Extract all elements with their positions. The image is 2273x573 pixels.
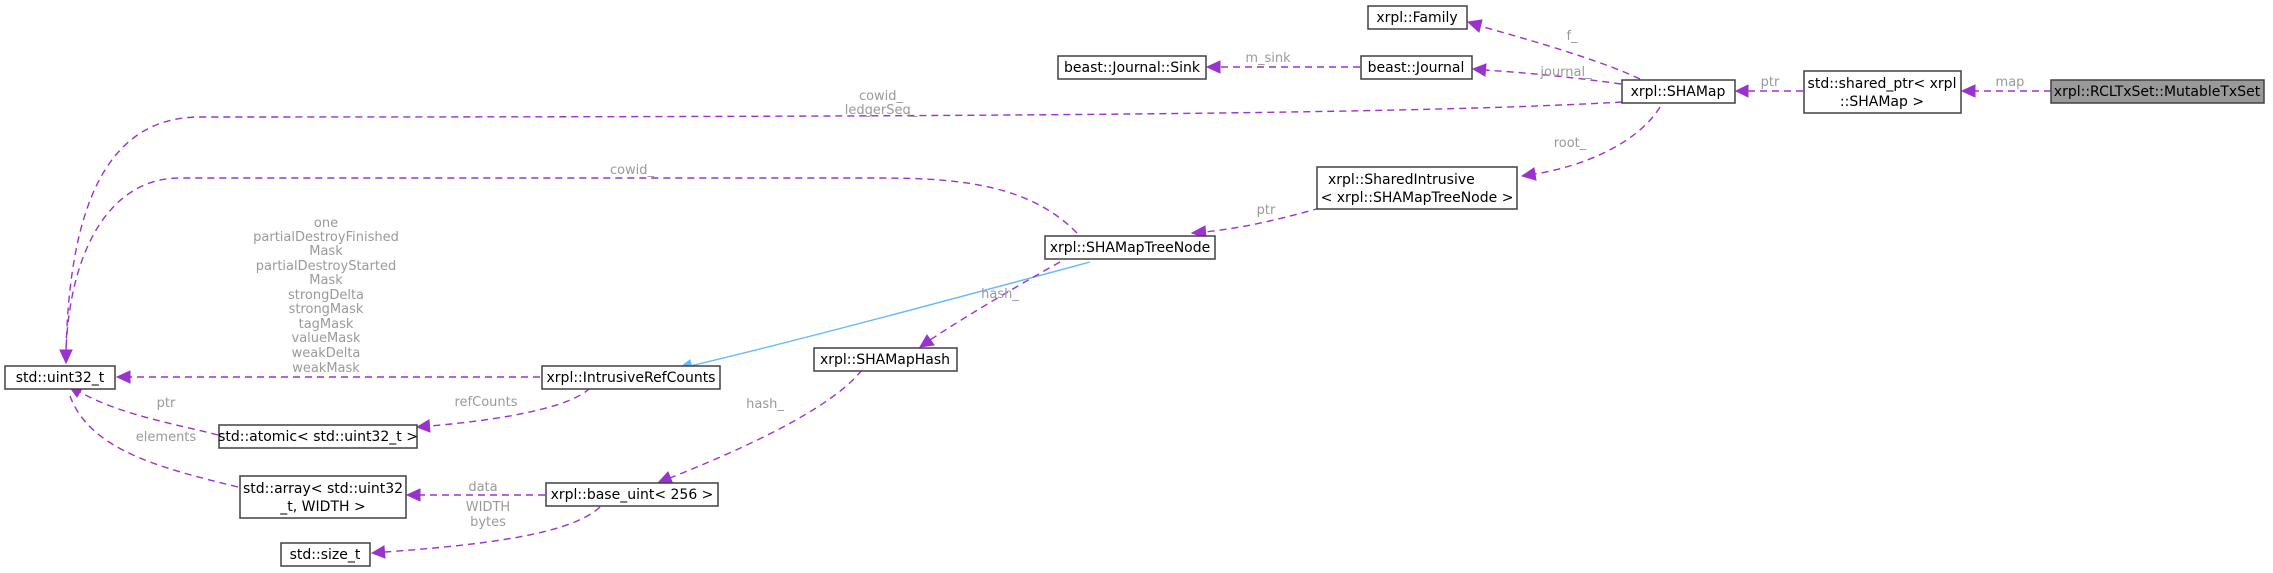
edge-label-mask-8: valueMask <box>292 331 361 346</box>
node-base-uint[interactable]: xrpl::base_uint< 256 > <box>545 482 719 507</box>
edge-root: root_ <box>1520 106 1661 181</box>
node-label-atomic: std::atomic< std::uint32_t > <box>218 429 418 445</box>
edge-label-mask-6: strongMask <box>289 302 364 317</box>
edge-label-journal: journal_ <box>1539 65 1592 80</box>
edge-label-mask-4: Mask <box>309 273 343 288</box>
edge-label-ptr-treenode: ptr <box>1257 203 1276 218</box>
node-label-base-uint: xrpl::base_uint< 256 > <box>551 487 714 503</box>
node-family[interactable]: xrpl::Family <box>1367 5 1468 30</box>
node-shared-ptr[interactable]: std::shared_ptr< xrpl ::SHAMap > <box>1803 70 1962 114</box>
edge-label-width: WIDTH <box>466 500 510 515</box>
node-mutable-txset[interactable]: xrpl::RCLTxSet::MutableTxSet <box>2050 79 2265 104</box>
edge-label-elements: elements <box>136 430 197 445</box>
edge-label-map: map <box>1996 75 2025 90</box>
node-size-t[interactable]: std::size_t <box>280 542 371 567</box>
node-label-array-2: _t, WIDTH > <box>279 499 365 515</box>
node-shared-intrusive[interactable]: xrpl::SharedIntrusive < xrpl::SHAMapTree… <box>1316 166 1518 210</box>
edge-label-f: f_ <box>1566 29 1578 44</box>
node-label-shared-ptr-1: std::shared_ptr< xrpl <box>1808 76 1957 92</box>
node-label-family: xrpl::Family <box>1376 10 1457 26</box>
edge-label-cowid-treenode: cowid_ <box>610 163 655 178</box>
edge-label-mask-5: strongDelta <box>288 288 364 303</box>
edge-label-mask-1: partialDestroyFinished <box>253 230 399 245</box>
edge-map: map <box>1960 75 2051 98</box>
node-array[interactable]: std::array< std::uint32 _t, WIDTH > <box>239 475 407 519</box>
edge-m-sink: m_sink <box>1205 51 1360 74</box>
edge-label-cowid: cowid_ <box>859 89 904 104</box>
node-label-shamap-hash: xrpl::SHAMapHash <box>820 352 950 368</box>
edge-label-ptr-atomic: ptr <box>157 396 176 411</box>
node-shamap[interactable]: xrpl::SHAMap <box>1621 79 1736 104</box>
node-label-refcounts: xrpl::IntrusiveRefCounts <box>547 370 716 386</box>
node-treenode[interactable]: xrpl::SHAMapTreeNode <box>1044 235 1216 260</box>
edge-masks: one partialDestroyFinished Mask partialD… <box>115 216 540 384</box>
edge-cowid-ledgerseq: cowid_ ledgerSeq_ <box>59 89 1623 365</box>
edge-data: data <box>405 480 545 502</box>
node-label-treenode: xrpl::SHAMapTreeNode <box>1050 240 1211 256</box>
edge-label-m-sink: m_sink <box>1245 51 1291 66</box>
node-label-size-t: std::size_t <box>290 547 361 563</box>
node-refcounts[interactable]: xrpl::IntrusiveRefCounts <box>541 365 721 390</box>
node-label-uint32: std::uint32_t <box>16 370 105 386</box>
node-label-shamap: xrpl::SHAMap <box>1631 84 1726 100</box>
edge-label-mask-3: partialDestroyStarted <box>256 259 396 274</box>
node-label-array-1: std::array< std::uint32 <box>243 481 403 497</box>
edge-label-hash-base: hash_ <box>746 397 784 412</box>
edge-label-ptr-shamap: ptr <box>1761 75 1780 90</box>
edge-label-mask-0: one <box>314 216 338 231</box>
edge-label-mask-2: Mask <box>309 244 343 259</box>
node-label-sink: beast::Journal::Sink <box>1064 60 1201 76</box>
edge-hash-treenode: hash_ <box>919 261 1061 348</box>
node-journal[interactable]: beast::Journal <box>1360 55 1473 80</box>
edge-label-bytes: bytes <box>470 515 506 530</box>
node-label-shared-ptr-2: ::SHAMap > <box>1840 94 1924 110</box>
edge-cowid-treenode: cowid_ <box>65 163 1078 351</box>
edge-elements: elements <box>69 395 239 488</box>
edge-hash-base: hash_ <box>656 369 863 485</box>
node-label-mutable-txset: xrpl::RCLTxSet::MutableTxSet <box>2054 84 2261 100</box>
node-shamap-hash[interactable]: xrpl::SHAMapHash <box>813 347 958 372</box>
edge-label-mask-9: weakDelta <box>292 346 361 361</box>
node-atomic[interactable]: std::atomic< std::uint32_t > <box>218 424 418 449</box>
edge-label-refcounts: refCounts <box>454 395 517 410</box>
edge-ptr-treenode: ptr <box>1190 203 1321 239</box>
node-uint32[interactable]: std::uint32_t <box>4 365 116 390</box>
edge-ptr-shamap: ptr <box>1734 75 1803 98</box>
edge-journal: journal_ <box>1471 63 1622 85</box>
edge-label-ledgerseq: ledgerSeq_ <box>845 103 918 118</box>
edge-f: f_ <box>1466 19 1641 80</box>
edge-label-mask-7: tagMask <box>299 317 354 332</box>
edge-width-bytes: WIDTH bytes <box>370 500 601 559</box>
edge-label-data: data <box>468 480 497 495</box>
node-label-shared-intrusive-2: < xrpl::SHAMapTreeNode > <box>1321 190 1514 206</box>
node-label-journal: beast::Journal <box>1368 60 1465 76</box>
edge-label-mask-10: weakMask <box>292 361 360 376</box>
edge-refcounts: refCounts <box>415 387 591 433</box>
edge-label-hash-treenode: hash_ <box>981 287 1019 302</box>
node-sink[interactable]: beast::Journal::Sink <box>1057 55 1207 80</box>
node-label-shared-intrusive-1: xrpl::SharedIntrusive <box>1328 172 1475 188</box>
edge-label-root: root_ <box>1554 136 1587 151</box>
